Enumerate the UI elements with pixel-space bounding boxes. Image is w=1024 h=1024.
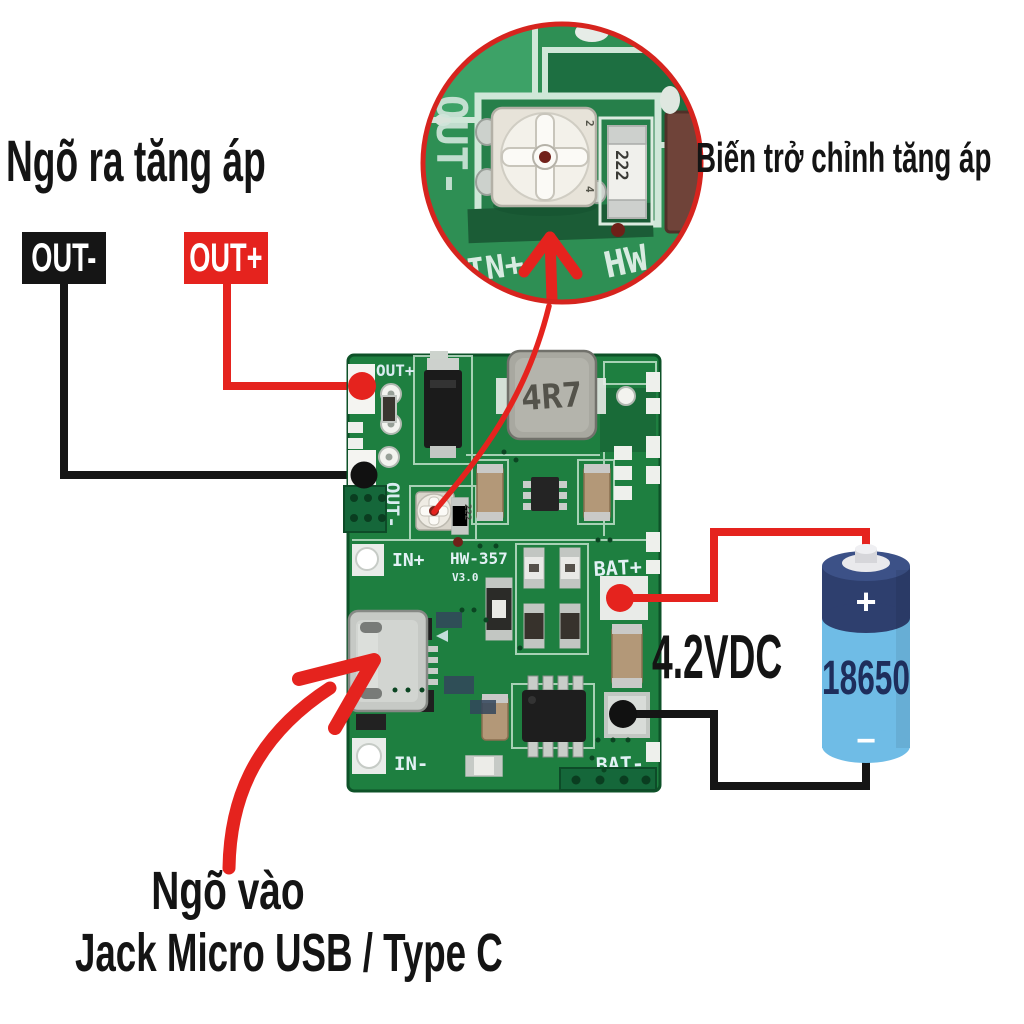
pot-label: Biến trở chỉnh tăng áp bbox=[696, 134, 992, 181]
silk-in-plus: IN+ bbox=[392, 550, 425, 571]
resistor-grid bbox=[485, 547, 581, 649]
battery-negative-wire bbox=[623, 710, 870, 790]
bottom-resistor bbox=[465, 755, 503, 777]
out-plus-solder-dot bbox=[348, 372, 376, 400]
solder-blob bbox=[430, 351, 448, 359]
battery-positive-wire bbox=[620, 528, 870, 602]
inset-arrowhead bbox=[518, 231, 583, 300]
inset-callout-line bbox=[431, 303, 552, 515]
inset-silk-hw: HW bbox=[600, 238, 651, 287]
voltage-label: 4.2VDC bbox=[652, 623, 783, 692]
out-plus-badge-label: OUT+ bbox=[189, 235, 263, 280]
right-edge-pads bbox=[614, 372, 660, 762]
out-plus-wire bbox=[223, 280, 356, 390]
out-minus-solder-dot bbox=[350, 461, 378, 489]
silk-model: HW-357 bbox=[450, 549, 508, 568]
battery-model-text: 18650 bbox=[822, 650, 910, 704]
out-minus-wire bbox=[60, 280, 356, 479]
inset-resistor-text: 222 bbox=[611, 150, 631, 181]
diode bbox=[424, 358, 462, 458]
inset-border bbox=[420, 21, 704, 305]
screw-hole-bottom bbox=[352, 738, 386, 774]
silk-version: V3.0 bbox=[452, 571, 479, 584]
inductor-value-text: 4R7 bbox=[520, 375, 584, 419]
tiny-resistor-text: 222 bbox=[462, 504, 472, 520]
out-plus-badge: OUT+ bbox=[184, 232, 268, 284]
battery-minus-symbol: − bbox=[856, 722, 876, 760]
input-subtitle: Jack Micro USB / Type C bbox=[74, 923, 503, 983]
out-minus-badge: OUT- bbox=[22, 232, 106, 284]
inset-pot-mark-bottom: 4 bbox=[583, 186, 596, 193]
vias bbox=[392, 449, 631, 773]
sot-chip bbox=[523, 477, 567, 511]
inset-potentiometer: 2 4 bbox=[475, 106, 607, 216]
screw-hole-top bbox=[352, 544, 384, 576]
bat-minus-solder-dot bbox=[609, 700, 637, 728]
output-title: Ngõ ra tăng áp bbox=[6, 129, 266, 194]
usb-callout-arrow bbox=[222, 653, 381, 875]
capacitors bbox=[476, 464, 643, 741]
tiny-resistor-222: 222 bbox=[451, 497, 472, 547]
input-title: Ngõ vào bbox=[151, 861, 305, 921]
bat-plus-solder-dot bbox=[606, 584, 634, 612]
inductor-4r7: 4R7 bbox=[496, 349, 606, 441]
header-block-bottom bbox=[559, 767, 657, 791]
silk-out-plus: OUT+ bbox=[376, 361, 415, 380]
inset-resistor-222: 222 bbox=[598, 116, 654, 237]
header-block-left bbox=[343, 485, 387, 533]
out-minus-badge-label: OUT- bbox=[31, 235, 97, 280]
battery-plus-symbol: + bbox=[855, 581, 876, 622]
small-resistor bbox=[381, 395, 397, 423]
silk-in-minus: IN- bbox=[394, 753, 428, 775]
battery-18650: + 18650 − bbox=[822, 544, 910, 763]
micro-usb-connector bbox=[347, 609, 496, 730]
inset-pot-mark-top: 2 bbox=[583, 120, 596, 127]
pot-inset-circle: OUT- 2 4 222 bbox=[420, 21, 704, 305]
corner-pad bbox=[616, 386, 636, 406]
sop8-chip bbox=[522, 675, 586, 758]
